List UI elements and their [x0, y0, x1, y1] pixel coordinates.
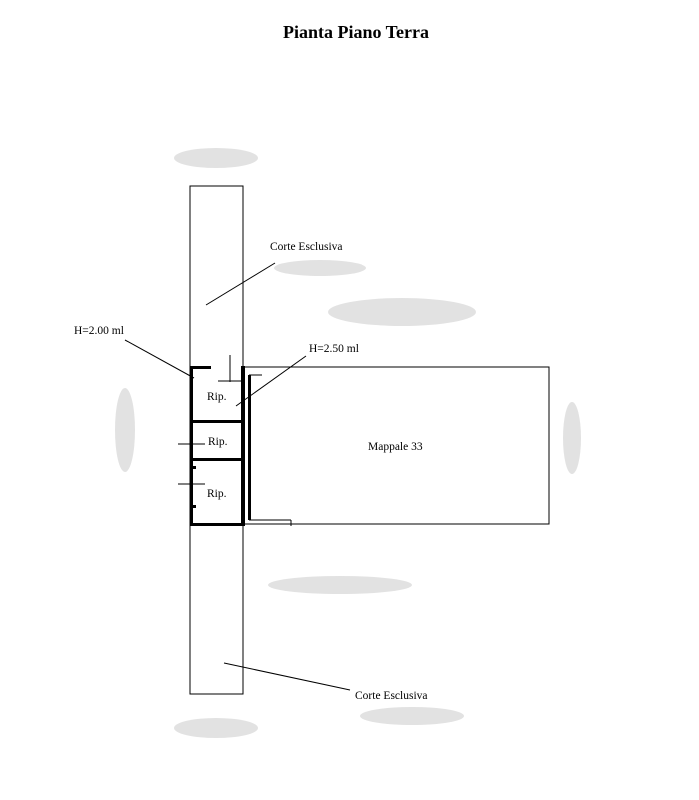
- leader-line: [205, 262, 276, 306]
- wall-stub: [190, 505, 196, 508]
- label-rip-2: Rip.: [208, 436, 228, 448]
- redacted-marks: [115, 148, 581, 738]
- wall-divider-1: [190, 420, 245, 423]
- label-height-left: H=2.00 ml: [74, 325, 124, 337]
- label-rip-3: Rip.: [207, 488, 227, 500]
- redacted-mark: [328, 298, 476, 326]
- label-corte-esclusiva-top: Corte Esclusiva: [270, 241, 343, 253]
- redacted-mark: [174, 718, 258, 738]
- label-corte-esclusiva-bottom: Corte Esclusiva: [355, 690, 428, 702]
- wall-stub: [190, 466, 196, 469]
- label-rip-1: Rip.: [207, 391, 227, 403]
- page-title: Pianta Piano Terra: [283, 22, 429, 42]
- leader-line: [124, 339, 195, 379]
- redacted-mark: [115, 388, 135, 472]
- wall-right: [241, 366, 245, 526]
- label-mappale: Mappale 33: [368, 441, 423, 453]
- redacted-mark: [274, 260, 366, 276]
- wall-inner-right: [248, 375, 251, 520]
- label-height-right: H=2.50 ml: [309, 343, 359, 355]
- storage-rooms-walls: [190, 366, 251, 526]
- redacted-mark: [268, 576, 412, 594]
- wall-bottom: [190, 523, 245, 526]
- wall-left: [190, 366, 193, 526]
- wall-top: [190, 366, 211, 369]
- redacted-mark: [360, 707, 464, 725]
- leader-line: [223, 662, 351, 691]
- redacted-mark: [563, 402, 581, 474]
- wall-divider-2: [190, 458, 245, 461]
- redacted-mark: [174, 148, 258, 168]
- leader-line: [235, 355, 307, 407]
